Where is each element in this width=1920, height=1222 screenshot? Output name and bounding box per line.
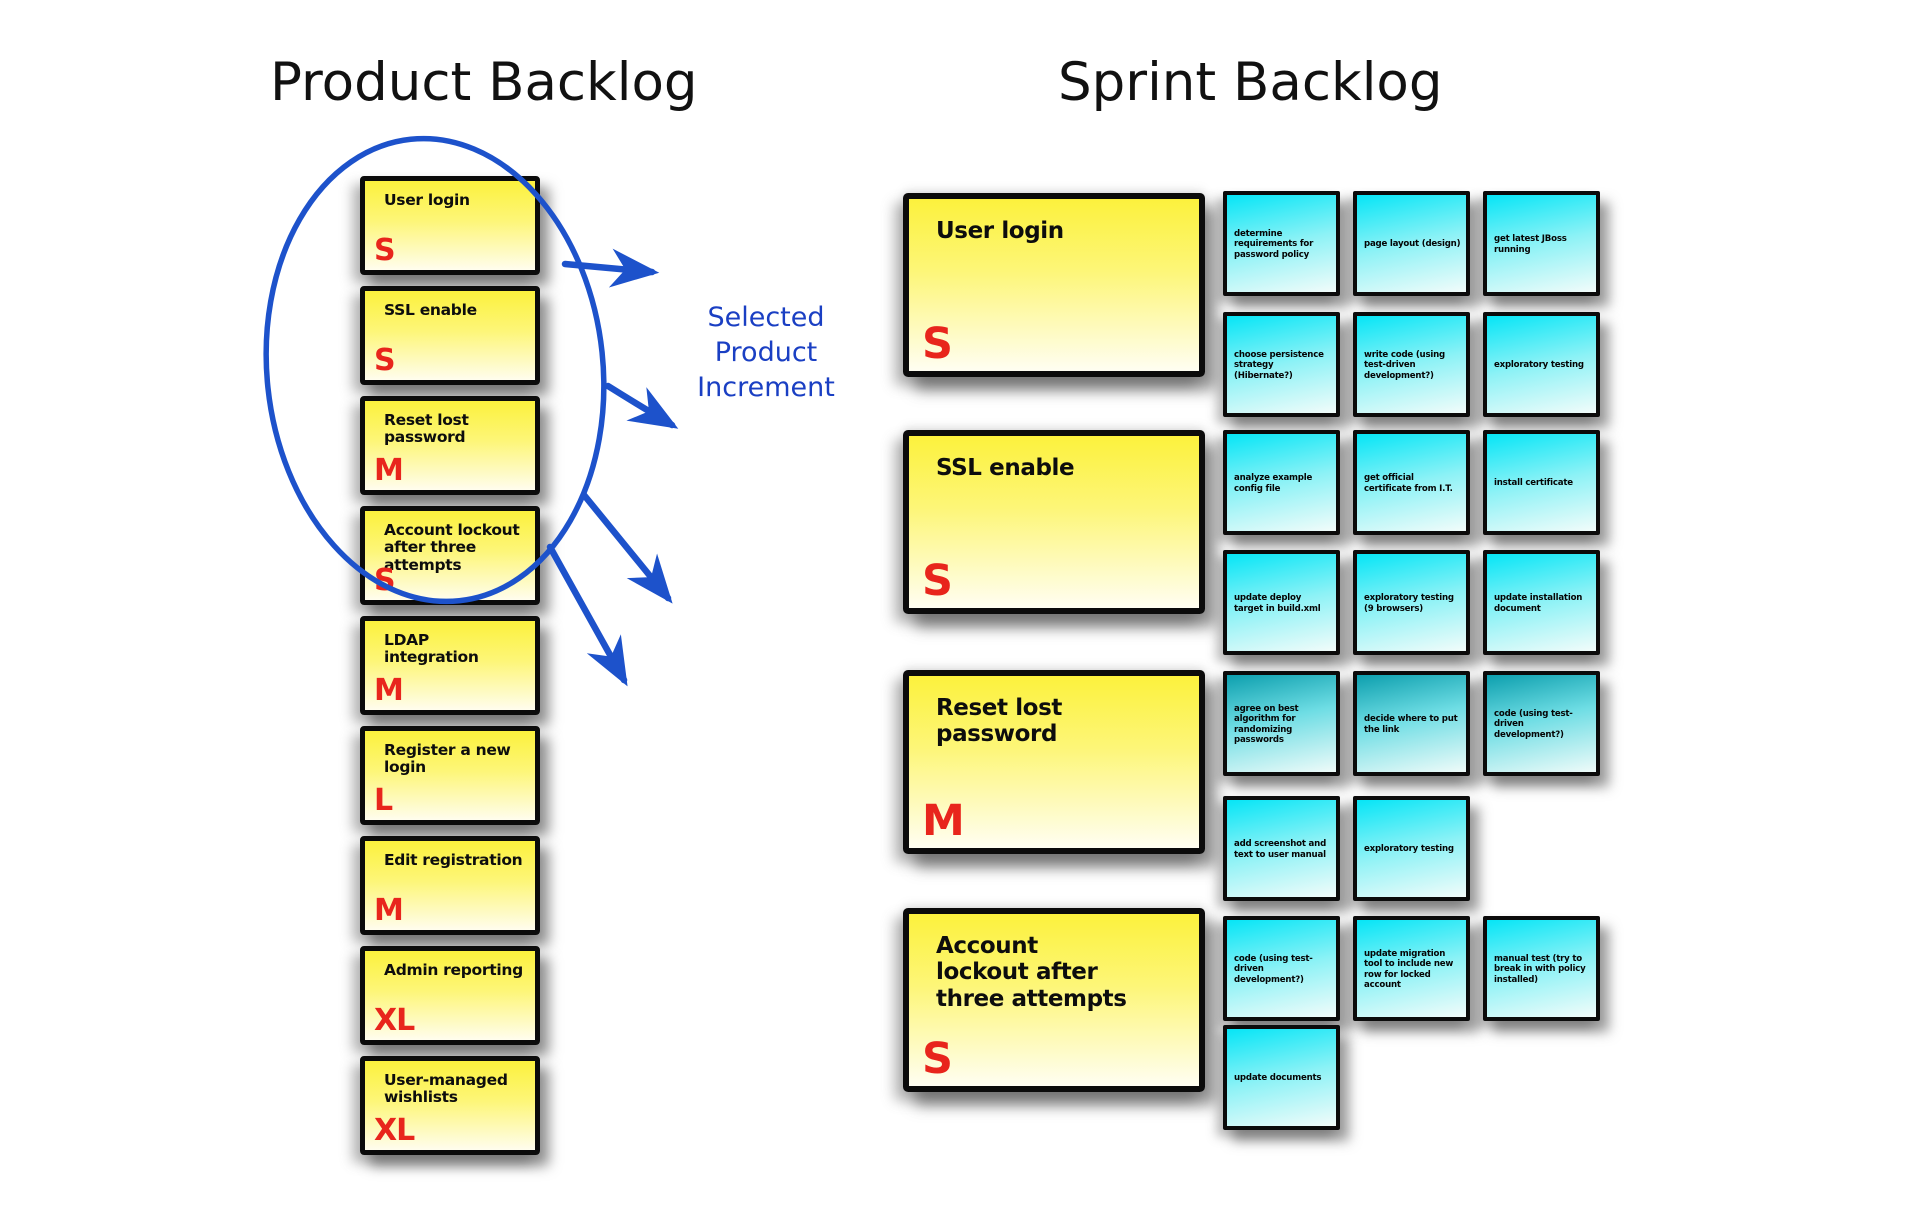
story-title: LDAP integration	[384, 631, 479, 667]
task-note: manual test (try to break in with policy…	[1483, 916, 1600, 1021]
product-backlog-column: User login S SSL enable S Reset lost pas…	[360, 176, 540, 1155]
story-size-badge: M	[374, 893, 404, 928]
task-text: decide where to put the link	[1364, 714, 1458, 735]
story-size-badge: M	[374, 453, 404, 488]
task-note: code (using test-driven development?)	[1223, 916, 1340, 1021]
task-text: code (using test-driven development?)	[1234, 954, 1313, 985]
product-note-user-login: User login S	[360, 176, 540, 275]
story-size-badge: S	[374, 563, 396, 598]
story-size-badge: S	[922, 319, 953, 369]
product-note-admin-reporting: Admin reporting XL	[360, 946, 540, 1045]
task-text: install certificate	[1494, 478, 1573, 489]
story-title: Reset lost password	[384, 411, 469, 447]
task-note: update deploy target in build.xml	[1223, 550, 1340, 655]
story-size-badge: L	[374, 783, 393, 818]
task-text: determine requirements for password poli…	[1234, 229, 1314, 260]
task-note: get official certificate from I.T.	[1353, 430, 1470, 535]
story-size-badge: S	[374, 343, 396, 378]
task-note: update migration tool to include new row…	[1353, 916, 1470, 1021]
task-text: update deploy target in build.xml	[1234, 593, 1321, 614]
story-title: Register a new login	[384, 741, 511, 777]
sprint-story-account-lockout: Account lockout after three attempts S	[903, 908, 1205, 1092]
task-text: manual test (try to break in with policy…	[1494, 954, 1586, 985]
task-note: agree on best algorithm for randomizing …	[1223, 671, 1340, 776]
task-note: update documents	[1223, 1025, 1340, 1130]
story-size-badge: XL	[374, 1003, 415, 1038]
story-size-badge: M	[374, 673, 404, 708]
story-size-badge: XL	[374, 1113, 415, 1148]
task-text: code (using test-driven development?)	[1494, 709, 1573, 740]
story-title: User login	[936, 218, 1064, 244]
task-note: exploratory testing	[1483, 312, 1600, 417]
task-text: agree on best algorithm for randomizing …	[1234, 704, 1299, 745]
story-title: Edit registration	[384, 851, 523, 869]
product-note-ssl-enable: SSL enable S	[360, 286, 540, 385]
sprint-story-ssl-enable: SSL enable S	[903, 430, 1205, 614]
story-size-badge: S	[922, 1034, 953, 1084]
task-note: get latest JBoss running	[1483, 191, 1600, 296]
task-text: update documents	[1234, 1073, 1322, 1084]
task-text: get official certificate from I.T.	[1364, 473, 1453, 494]
task-note: update installation document	[1483, 550, 1600, 655]
task-note: add screenshot and text to user manual	[1223, 796, 1340, 901]
task-text: update migration tool to include new row…	[1364, 949, 1454, 990]
story-title: Account lockout after three attempts	[936, 933, 1127, 1012]
task-note: exploratory testing (9 browsers)	[1353, 550, 1470, 655]
task-note: install certificate	[1483, 430, 1600, 535]
story-size-badge: S	[374, 233, 396, 268]
product-backlog-title: Product Backlog	[270, 52, 698, 113]
story-size-badge: S	[922, 556, 953, 606]
task-text: exploratory testing	[1494, 360, 1584, 371]
arrow-to-sprint-2	[604, 382, 679, 429]
story-size-badge: M	[922, 796, 965, 846]
arrow-to-sprint-4	[546, 543, 628, 687]
sprint-story-user-login: User login S	[903, 193, 1205, 377]
task-note: analyze example config file	[1223, 430, 1340, 535]
story-title: Admin reporting	[384, 961, 523, 979]
product-note-register-new-login: Register a new login L	[360, 726, 540, 825]
task-note: code (using test-driven development?)	[1483, 671, 1600, 776]
task-text: analyze example config file	[1234, 473, 1313, 494]
task-text: add screenshot and text to user manual	[1234, 839, 1327, 860]
task-note: write code (using test-driven developmen…	[1353, 312, 1470, 417]
task-text: choose persistence strategy (Hibernate?)	[1234, 350, 1324, 381]
sprint-story-reset-lost-password: Reset lost password M	[903, 670, 1205, 854]
story-title: User-managed wishlists	[384, 1071, 508, 1107]
task-note: determine requirements for password poli…	[1223, 191, 1340, 296]
story-title: User login	[384, 191, 470, 209]
task-text: write code (using test-driven developmen…	[1364, 350, 1445, 381]
task-text: page layout (design)	[1364, 239, 1461, 250]
sprint-backlog-title: Sprint Backlog	[1058, 52, 1443, 113]
task-text: exploratory testing	[1364, 844, 1454, 855]
task-text: update installation document	[1494, 593, 1583, 614]
task-note: decide where to put the link	[1353, 671, 1470, 776]
selected-product-increment-label: Selected Product Increment	[697, 302, 835, 404]
arrow-to-sprint-3	[580, 491, 673, 604]
task-note: exploratory testing	[1353, 796, 1470, 901]
task-text: exploratory testing (9 browsers)	[1364, 593, 1454, 614]
product-note-user-managed-wishlists: User-managed wishlists XL	[360, 1056, 540, 1155]
task-note: choose persistence strategy (Hibernate?)	[1223, 312, 1340, 417]
product-note-account-lockout: Account lockout after three attempts S	[360, 506, 540, 605]
story-title: SSL enable	[936, 455, 1075, 481]
story-title: Reset lost password	[936, 695, 1062, 748]
task-text: get latest JBoss running	[1494, 234, 1567, 255]
arrow-to-sprint-1	[561, 248, 660, 288]
selection-arrows	[546, 248, 679, 687]
story-title: SSL enable	[384, 301, 477, 319]
task-note: page layout (design)	[1353, 191, 1470, 296]
product-note-edit-registration: Edit registration M	[360, 836, 540, 935]
product-note-ldap-integration: LDAP integration M	[360, 616, 540, 715]
product-note-reset-lost-password: Reset lost password M	[360, 396, 540, 495]
